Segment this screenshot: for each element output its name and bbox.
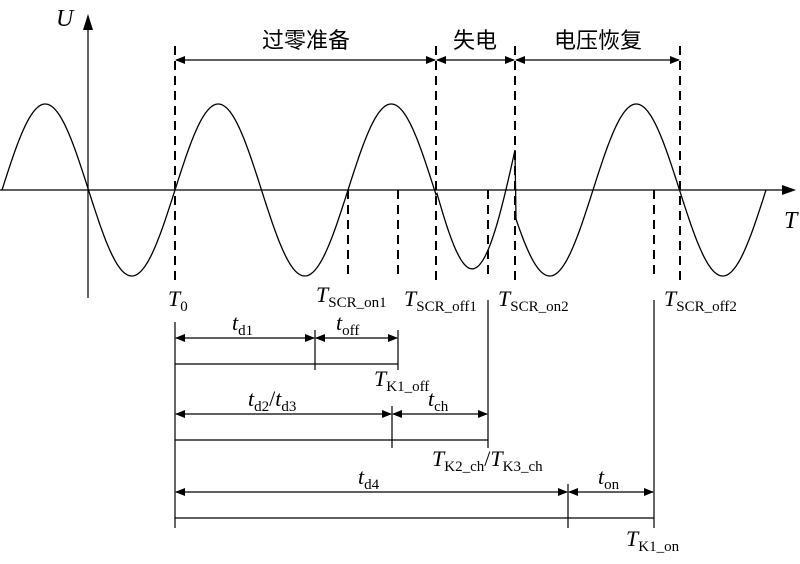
- label-t0: T0: [168, 286, 188, 315]
- x-axis-arrow: [782, 185, 796, 195]
- timing-brackets: [174, 300, 655, 528]
- label-k2-k3-ch: TK2_ch/TK3_ch: [432, 446, 543, 475]
- label-ton: ton: [598, 464, 620, 493]
- dashed-markers: [174, 46, 681, 280]
- label-scr-on1: TSCR_on1: [316, 282, 387, 311]
- phase-label-zero: 过零准备: [262, 29, 350, 54]
- y-axis-label: U: [56, 6, 75, 32]
- label-td2-td3: td2/td3: [248, 386, 296, 415]
- label-toff: toff: [336, 310, 359, 339]
- y-axis-arrow: [83, 14, 93, 30]
- label-scr-off1: TSCR_off1: [404, 286, 477, 315]
- label-k1-on: TK1_on: [626, 526, 680, 555]
- label-td4: td4: [358, 464, 380, 493]
- label-k1-off: TK1_off: [374, 366, 429, 395]
- voltage-waveform: [1, 103, 767, 277]
- label-scr-off2: TSCR_off2: [664, 286, 737, 315]
- phase-label-loss: 失电: [453, 29, 497, 54]
- label-td1: td1: [232, 310, 253, 339]
- label-tch: tch: [428, 386, 449, 415]
- phase-label-recover: 电压恢复: [554, 29, 642, 54]
- label-scr-on2: TSCR_on2: [498, 286, 569, 315]
- x-axis-label: T: [784, 208, 799, 234]
